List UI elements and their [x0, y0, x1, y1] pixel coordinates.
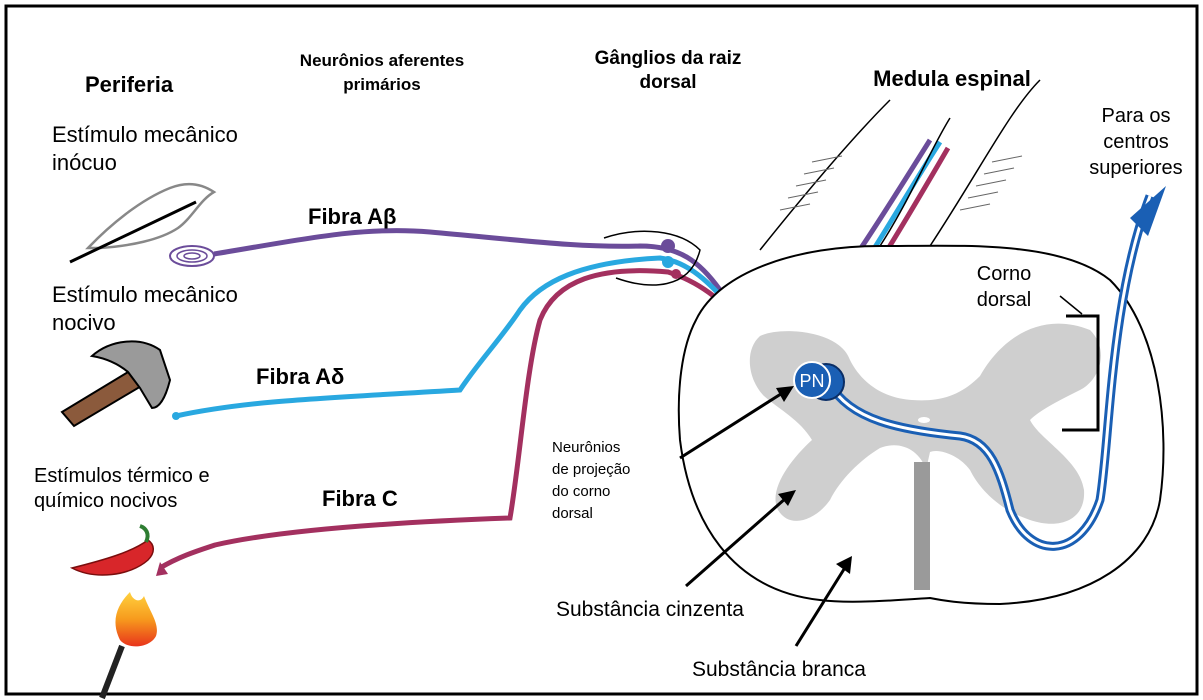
- corno-dorsal-line1: Corno: [977, 263, 1031, 285]
- ventral-fissure: [914, 462, 930, 590]
- header-ganglios-line1: Gânglios da raiz: [595, 48, 742, 69]
- c-ending: [156, 562, 168, 576]
- root-line-3: [929, 79, 1041, 247]
- chili-pepper-icon: [69, 524, 154, 576]
- root-line-1: [759, 99, 891, 251]
- stimulus-mecanico-nocivo-line2: nocivo: [52, 310, 116, 335]
- stimulus-termico-line2: químico nocivos: [34, 490, 177, 512]
- arrowhead-branca: [836, 556, 852, 574]
- feather-icon: [69, 182, 217, 264]
- projecao-line2: de projeção: [552, 461, 630, 478]
- label-fibra-abeta: Fibra Aβ: [308, 204, 396, 229]
- projection-tract-core: [828, 195, 1152, 548]
- ganglion-c-soma: [671, 269, 681, 279]
- root-line-2: [879, 117, 951, 247]
- ganglion-abeta-soma: [661, 239, 675, 253]
- stimulus-mecanico-inocuo-line1: Estímulo mecânico: [52, 122, 238, 147]
- dorsal-horn-bracket: [1062, 314, 1100, 432]
- arrowhead-pn: [776, 386, 794, 402]
- root-hatching-left: [779, 155, 843, 211]
- label-fibra-adelta: Fibra Aδ: [256, 364, 344, 389]
- projecao-line4: dorsal: [552, 505, 593, 522]
- pn-label: PN: [799, 371, 824, 391]
- label-substancia-cinzenta: Substância cinzenta: [556, 598, 744, 621]
- arrow-to-higher-centers: [1130, 186, 1166, 236]
- para-centros-line3: superiores: [1089, 157, 1182, 179]
- header-ganglios-line2: dorsal: [639, 72, 696, 93]
- arrowhead-cinzenta: [778, 490, 796, 506]
- header-aferentes-line2: primários: [343, 75, 420, 94]
- projecao-line1: Neurônios: [552, 439, 620, 456]
- corno-dorsal-line2: dorsal: [977, 289, 1031, 311]
- header-aferentes-line1: Neurônios aferentes: [300, 51, 464, 70]
- stimulus-mecanico-nocivo-line1: Estímulo mecânico: [52, 282, 238, 307]
- label-substancia-branca: Substância branca: [692, 658, 866, 681]
- ganglion-outline: [603, 230, 701, 286]
- root-hatching-right: [959, 155, 1023, 211]
- adelta-ending: [172, 412, 180, 420]
- pointer-arrows: [679, 390, 848, 647]
- para-centros-line1: Para os: [1102, 105, 1171, 127]
- stimulus-mecanico-inocuo-line2: inócuo: [52, 150, 117, 175]
- pacinian-corpuscle: [169, 245, 215, 267]
- header-medula: Medula espinal: [873, 66, 1031, 91]
- ganglion-adelta-soma: [662, 256, 674, 268]
- central-canal: [918, 417, 930, 423]
- stimulus-termico-line1: Estímulos térmico e: [34, 465, 210, 487]
- label-fibra-c: Fibra C: [322, 486, 398, 511]
- hammer-icon: [60, 340, 172, 428]
- flame-icon: [99, 592, 157, 700]
- para-centros-line2: centros: [1103, 131, 1169, 153]
- dorsal-horn-leader: [1059, 295, 1083, 315]
- header-periferia: Periferia: [85, 72, 174, 97]
- pn-neuron: [793, 361, 831, 399]
- projecao-line3: do corno: [552, 483, 610, 500]
